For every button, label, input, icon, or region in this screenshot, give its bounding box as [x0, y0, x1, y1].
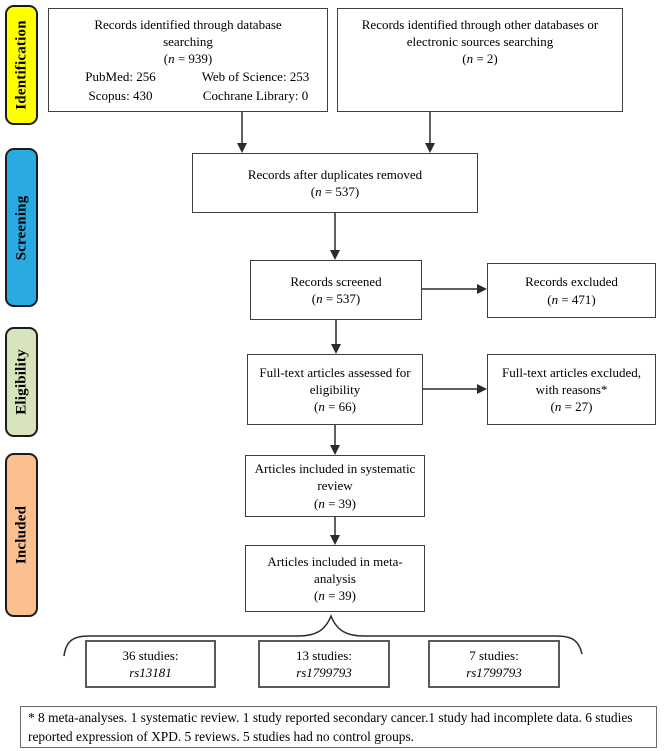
stage-label-text: Eligibility: [13, 349, 29, 415]
arrowhead-down-icon: [237, 143, 247, 153]
n-count: (n = 2): [462, 51, 498, 67]
database-count: Cochrane Library: 0: [202, 87, 309, 103]
box-fulltext-assessed: Full-text articles assessed for eligibil…: [247, 354, 423, 425]
arrowhead-down-icon: [330, 445, 340, 455]
box-title: Records identified through other databas…: [361, 17, 599, 50]
box-systematic-review: Articles included in systematic review (…: [245, 455, 425, 517]
arrowhead-right-icon: [477, 284, 487, 294]
box-fulltext-excluded: Full-text articles excluded, with reason…: [487, 354, 656, 425]
arrowhead-down-icon: [331, 344, 341, 354]
arrowhead-down-icon: [330, 250, 340, 260]
box-duplicates-removed: Records after duplicates removed (n = 53…: [192, 153, 478, 213]
database-count: PubMed: 256: [85, 69, 156, 85]
arrowhead-down-icon: [425, 143, 435, 153]
snp-variant: rs1799793: [296, 665, 352, 680]
box-title: Full-text articles assessed for eligibil…: [259, 364, 411, 397]
box-title: 7 studies:: [469, 647, 519, 663]
box-meta-analysis: Articles included in meta-analysis (n = …: [245, 545, 425, 612]
stage-label-text: Included: [13, 505, 29, 565]
flow-brace: [63, 613, 583, 657]
box-records-database-search: Records identified through database sear…: [48, 8, 328, 112]
box-title: 13 studies:: [296, 647, 352, 663]
stage-label-included: Included: [5, 453, 38, 617]
stage-label-text: Identification: [13, 20, 29, 110]
stage-label-screening: Screening: [5, 148, 38, 307]
box-records-excluded: Records excluded (n = 471): [487, 263, 656, 318]
stage-label-eligibility: Eligibility: [5, 327, 38, 437]
n-count: (n = 39): [313, 495, 356, 511]
arrowhead-down-icon: [330, 535, 340, 545]
snp-variant: rs1799793: [466, 665, 522, 680]
n-count: (n = 66): [313, 399, 356, 415]
box-records-other-sources: Records identified through other databas…: [337, 8, 623, 112]
box-title: Records identified through database sear…: [94, 17, 282, 50]
box-title: Records after duplicates removed: [247, 166, 423, 182]
box-title: Articles included in systematic review: [254, 461, 416, 494]
box-subgroup-rs1799793-a: 13 studies: rs1799793: [258, 640, 390, 688]
n-count: (n = 27): [550, 399, 593, 415]
n-count: (n = 939): [163, 51, 213, 67]
n-count: (n = 537): [310, 184, 360, 199]
arrowhead-right-icon: [477, 384, 487, 394]
database-counts: PubMed: 256 Web of Science: 253 Scopus: …: [53, 68, 323, 103]
snp-variant: rs13181: [129, 665, 172, 680]
n-count: (n = 471): [547, 291, 596, 307]
box-subgroup-rs1799793-b: 7 studies: rs1799793: [428, 640, 560, 688]
footnote: * 8 meta-analyses. 1 systematic review. …: [20, 706, 657, 748]
database-count: Scopus: 430: [88, 87, 153, 103]
database-count: Web of Science: 253: [201, 69, 310, 85]
box-title: Records excluded: [525, 274, 618, 290]
box-records-screened: Records screened (n = 537): [250, 260, 422, 320]
stage-label-text: Screening: [13, 195, 29, 260]
stage-label-identification: Identification: [5, 5, 38, 125]
box-title: Records screened: [290, 273, 382, 289]
n-count: (n = 39): [313, 588, 356, 604]
box-subgroup-rs13181: 36 studies: rs13181: [85, 640, 216, 688]
n-count: (n = 537): [311, 291, 361, 306]
box-title: Full-text articles excluded, with reason…: [502, 364, 641, 397]
footnote-text: * 8 meta-analyses. 1 systematic review. …: [28, 710, 633, 744]
box-title: Articles included in meta-analysis: [267, 553, 403, 586]
box-title: 36 studies:: [122, 647, 179, 663]
